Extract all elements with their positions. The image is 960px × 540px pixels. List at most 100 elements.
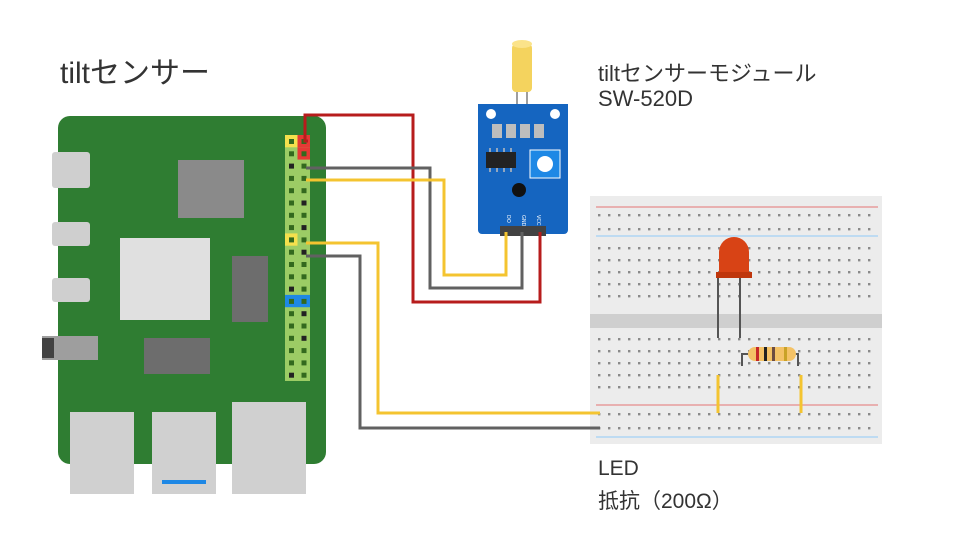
gpio-pin [301,249,307,255]
breadboard-hole [788,283,791,286]
breadboard-hole [638,338,641,341]
breadboard-hole [828,413,831,416]
breadboard-hole [768,338,771,341]
breadboard-hole [748,413,751,416]
breadboard-hole [718,214,721,217]
breadboard-hole [858,413,861,416]
breadboard-hole [828,247,831,250]
breadboard-hole [638,427,641,430]
breadboard-hole [728,386,731,389]
breadboard-hole [688,247,691,250]
breadboard-hole [658,338,661,341]
breadboard-hole [688,350,691,353]
breadboard-hole [768,228,771,231]
breadboard-hole [678,259,681,262]
breadboard-hole [788,228,791,231]
breadboard-hole [648,362,651,365]
tilt-switch-cylinder [512,44,532,92]
breadboard-hole [788,362,791,365]
breadboard-hole [628,374,631,377]
gpio-pin [301,323,307,329]
breadboard-hole [728,427,731,430]
breadboard-hole [758,283,761,286]
breadboard-hole [818,350,821,353]
breadboard-hole [778,247,781,250]
breadboard-hole [788,271,791,274]
breadboard-hole [668,386,671,389]
breadboard-hole [858,295,861,298]
breadboard-hole [648,247,651,250]
breadboard-hole [628,413,631,416]
breadboard-hole [718,413,721,416]
breadboard-hole [868,362,871,365]
breadboard-hole [708,214,711,217]
breadboard-hole [698,295,701,298]
breadboard-hole [818,427,821,430]
breadboard-hole [738,386,741,389]
breadboard-hole [668,350,671,353]
breadboard-hole [688,214,691,217]
gpio-pin [301,286,307,292]
comparator-chip [486,152,516,168]
breadboard-hole [698,413,701,416]
breadboard-hole [598,350,601,353]
gpio-pin [301,274,307,280]
breadboard-hole [828,362,831,365]
gpio-pin [301,200,307,206]
breadboard-hole [758,247,761,250]
breadboard-hole [758,427,761,430]
breadboard-hole [808,228,811,231]
gpio-pin [289,225,294,231]
breadboard-hole [678,386,681,389]
breadboard-hole [678,374,681,377]
breadboard-hole [748,295,751,298]
breadboard-hole [768,271,771,274]
breadboard-hole [738,338,741,341]
breadboard-hole [808,271,811,274]
breadboard-hole [688,295,691,298]
breadboard-hole [758,214,761,217]
breadboard-hole [828,386,831,389]
usb-port-1 [70,412,134,494]
breadboard-hole [848,427,851,430]
breadboard-hole [698,271,701,274]
led [716,237,752,338]
breadboard-hole [698,362,701,365]
breadboard-hole [698,247,701,250]
breadboard-hole [618,247,621,250]
breadboard-hole [708,259,711,262]
breadboard-hole [858,374,861,377]
breadboard-hole [598,247,601,250]
breadboard-hole [668,413,671,416]
breadboard-hole [658,271,661,274]
breadboard-hole [798,350,801,353]
breadboard-hole [768,214,771,217]
breadboard-hole [608,427,611,430]
breadboard-hole [728,338,731,341]
breadboard-hole [768,295,771,298]
breadboard-hole [778,338,781,341]
breadboard-hole [648,413,651,416]
breadboard-hole [628,228,631,231]
breadboard-hole [728,374,731,377]
breadboard-hole [818,228,821,231]
breadboard-hole [698,259,701,262]
breadboard-hole [858,271,861,274]
breadboard-hole [648,374,651,377]
breadboard-hole [778,386,781,389]
gpio-pin [289,237,294,243]
breadboard-hole [778,427,781,430]
module-pin-header [500,226,546,236]
wire-led-gnd [306,254,600,430]
breadboard-hole [678,362,681,365]
breadboard-hole [808,413,811,416]
breadboard-hole [688,228,691,231]
breadboard-hole [848,283,851,286]
breadboard-hole [708,374,711,377]
gpio-pin [301,298,307,304]
breadboard-hole [608,413,611,416]
breadboard-hole [838,413,841,416]
breadboard-hole [718,338,721,341]
breadboard-hole [718,427,721,430]
breadboard-hole [798,413,801,416]
